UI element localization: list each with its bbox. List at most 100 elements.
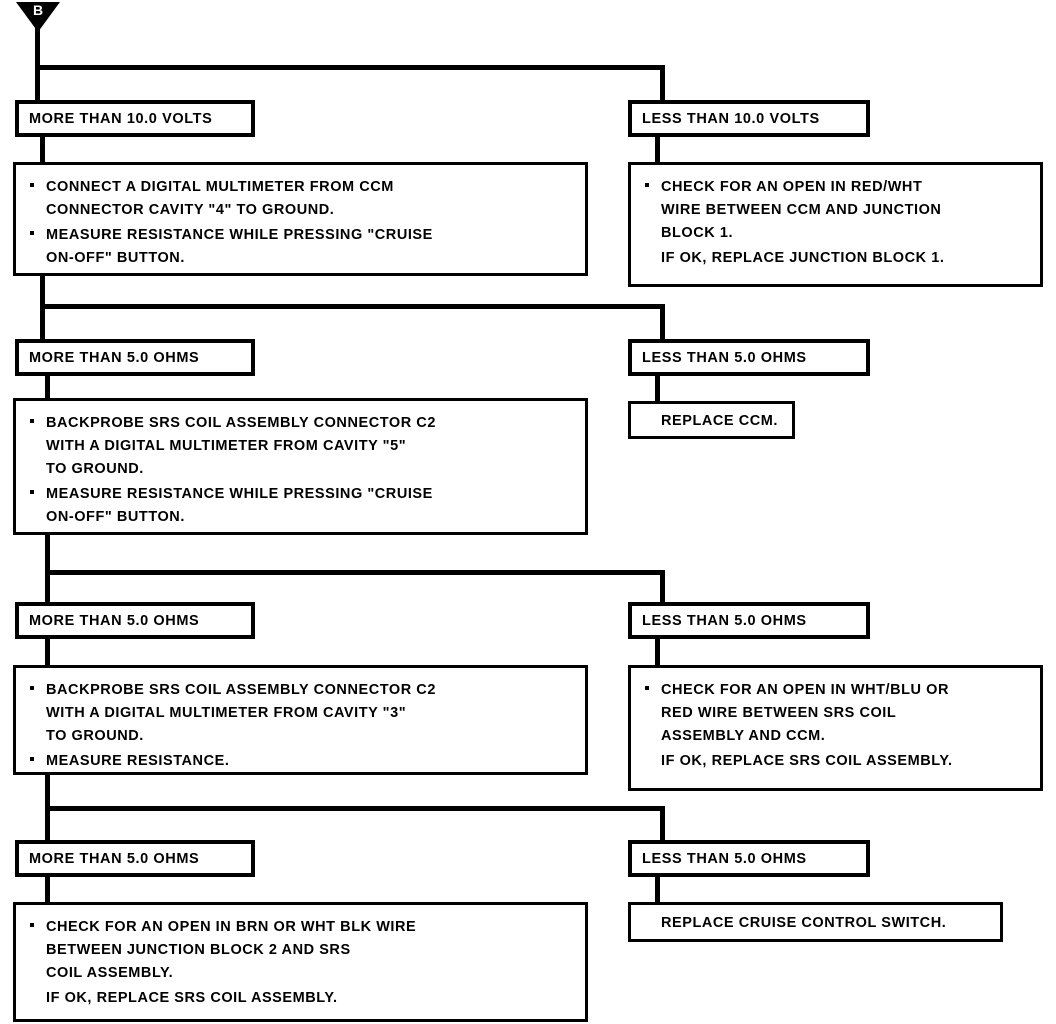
condition-label-text: MORE THAN 10.0 VOLTS — [29, 110, 213, 127]
action-list: CHECK FOR AN OPEN IN WHT/BLU OR RED WIRE… — [639, 679, 1032, 773]
action-line: TO GROUND. — [46, 461, 144, 477]
action-line: WITH A DIGITAL MULTIMETER FROM CAVITY "5… — [46, 438, 407, 454]
condition-label-text: LESS THAN 10.0 VOLTS — [642, 110, 820, 127]
action-list: REPLACE CCM. — [639, 410, 784, 433]
action-line: ON-OFF" BUTTON. — [46, 509, 185, 525]
bullet-icon — [30, 183, 34, 187]
condition-label-box-more-1[interactable]: MORE THAN 10.0 VOLTS — [15, 100, 255, 137]
list-item: IF OK, REPLACE SRS COIL ASSEMBLY. — [639, 750, 1032, 773]
action-line: IF OK, REPLACE SRS COIL ASSEMBLY. — [46, 990, 338, 1006]
action-line: TO GROUND. — [46, 728, 144, 744]
condition-label-box-less-3[interactable]: LESS THAN 5.0 OHMS — [628, 602, 870, 639]
action-box-branch-1-left[interactable]: CONNECT A DIGITAL MULTIMETER FROM CCM CO… — [13, 162, 588, 276]
list-item: CONNECT A DIGITAL MULTIMETER FROM CCM CO… — [24, 176, 577, 222]
connector-branch-right-drop-1 — [660, 65, 665, 103]
condition-label-text: MORE THAN 5.0 OHMS — [29, 850, 200, 867]
connector-branch-left-drop-3 — [45, 570, 50, 607]
action-line: ASSEMBLY AND CCM. — [661, 728, 826, 744]
action-line: MEASURE RESISTANCE WHILE PRESSING "CRUIS… — [46, 486, 433, 502]
connector-stem-2 — [45, 535, 50, 573]
action-line: REPLACE CCM. — [661, 413, 778, 429]
condition-label-box-less-1[interactable]: LESS THAN 10.0 VOLTS — [628, 100, 870, 137]
condition-label-text: LESS THAN 5.0 OHMS — [642, 612, 807, 629]
action-line: COIL ASSEMBLY. — [46, 965, 174, 981]
action-line: WITH A DIGITAL MULTIMETER FROM CAVITY "3… — [46, 705, 407, 721]
action-line: BACKPROBE SRS COIL ASSEMBLY CONNECTOR C2 — [46, 415, 436, 431]
action-line: BLOCK 1. — [661, 225, 734, 241]
action-list: CONNECT A DIGITAL MULTIMETER FROM CCM CO… — [24, 176, 577, 270]
action-line: REPLACE CRUISE CONTROL SWITCH. — [661, 915, 947, 931]
connector-branch-right-drop-3 — [660, 570, 665, 607]
list-item: CHECK FOR AN OPEN IN BRN OR WHT BLK WIRE… — [24, 916, 577, 985]
connector-label-to-content-left-1 — [40, 135, 45, 165]
action-box-branch-3-right[interactable]: CHECK FOR AN OPEN IN WHT/BLU OR RED WIRE… — [628, 665, 1043, 791]
connector-label-to-content-right-3 — [655, 638, 660, 668]
list-item: IF OK, REPLACE SRS COIL ASSEMBLY. — [24, 987, 577, 1010]
connector-label-to-content-right-1 — [655, 135, 660, 165]
connector-branch-left-drop-4 — [45, 806, 50, 844]
connector-label-to-content-left-2 — [45, 373, 50, 401]
condition-label-box-more-2[interactable]: MORE THAN 5.0 OHMS — [15, 339, 255, 376]
down-triangle-connector-icon — [16, 2, 60, 32]
connector-branch-right-drop-4 — [660, 806, 665, 844]
condition-label-text: MORE THAN 5.0 OHMS — [29, 349, 200, 366]
condition-label-text: MORE THAN 5.0 OHMS — [29, 612, 200, 629]
list-item: BACKPROBE SRS COIL ASSEMBLY CONNECTOR C2… — [24, 412, 577, 481]
list-item: IF OK, REPLACE JUNCTION BLOCK 1. — [639, 247, 1032, 270]
action-box-branch-1-right[interactable]: CHECK FOR AN OPEN IN RED/WHT WIRE BETWEE… — [628, 162, 1043, 287]
list-item: MEASURE RESISTANCE WHILE PRESSING "CRUIS… — [24, 224, 577, 270]
bullet-icon — [30, 490, 34, 494]
action-box-branch-4-right[interactable]: REPLACE CRUISE CONTROL SWITCH. — [628, 902, 1003, 942]
connector-stem-1 — [40, 274, 45, 308]
action-line: ON-OFF" BUTTON. — [46, 250, 185, 266]
condition-label-text: LESS THAN 5.0 OHMS — [642, 850, 807, 867]
action-line: CHECK FOR AN OPEN IN WHT/BLU OR — [661, 682, 949, 698]
action-list: BACKPROBE SRS COIL ASSEMBLY CONNECTOR C2… — [24, 679, 577, 773]
action-box-branch-2-right[interactable]: REPLACE CCM. — [628, 401, 795, 439]
connector-label-to-content-right-4 — [655, 876, 660, 904]
action-list: CHECK FOR AN OPEN IN BRN OR WHT BLK WIRE… — [24, 916, 577, 1010]
connector-branch-bar-1 — [35, 65, 665, 70]
condition-label-box-more-3[interactable]: MORE THAN 5.0 OHMS — [15, 602, 255, 639]
action-line: IF OK, REPLACE SRS COIL ASSEMBLY. — [661, 753, 953, 769]
list-item: BACKPROBE SRS COIL ASSEMBLY CONNECTOR C2… — [24, 679, 577, 748]
connector-branch-bar-4 — [45, 806, 665, 811]
action-list: CHECK FOR AN OPEN IN RED/WHT WIRE BETWEE… — [639, 176, 1032, 270]
action-line: CHECK FOR AN OPEN IN RED/WHT — [661, 179, 923, 195]
action-line: CONNECTOR CAVITY "4" TO GROUND. — [46, 202, 335, 218]
list-item: REPLACE CRUISE CONTROL SWITCH. — [639, 912, 992, 935]
bullet-icon — [30, 231, 34, 235]
connector-label-to-content-left-3 — [45, 638, 50, 668]
bullet-icon — [30, 923, 34, 927]
bullet-icon — [645, 686, 649, 690]
connector-branch-bar-2 — [40, 304, 665, 309]
action-line: MEASURE RESISTANCE. — [46, 753, 230, 769]
condition-label-text: LESS THAN 5.0 OHMS — [642, 349, 807, 366]
connector-stem-3 — [45, 772, 50, 808]
connector-branch-left-drop-2 — [40, 304, 45, 342]
action-box-branch-3-left[interactable]: BACKPROBE SRS COIL ASSEMBLY CONNECTOR C2… — [13, 665, 588, 775]
entry-connector-marker: B — [16, 2, 60, 32]
list-item: MEASURE RESISTANCE. — [24, 750, 577, 773]
action-list: REPLACE CRUISE CONTROL SWITCH. — [639, 912, 992, 935]
connector-branch-bar-3 — [45, 570, 665, 575]
action-line: MEASURE RESISTANCE WHILE PRESSING "CRUIS… — [46, 227, 433, 243]
connector-trunk-entry — [35, 28, 40, 70]
bullet-icon — [30, 686, 34, 690]
action-list: BACKPROBE SRS COIL ASSEMBLY CONNECTOR C2… — [24, 412, 577, 529]
list-item: REPLACE CCM. — [639, 410, 784, 433]
action-box-branch-2-left[interactable]: BACKPROBE SRS COIL ASSEMBLY CONNECTOR C2… — [13, 398, 588, 535]
connector-branch-right-drop-2 — [660, 304, 665, 342]
condition-label-box-more-4[interactable]: MORE THAN 5.0 OHMS — [15, 840, 255, 877]
bullet-icon — [30, 757, 34, 761]
entry-connector-label: B — [32, 2, 44, 18]
connector-branch-left-drop-1 — [35, 65, 40, 103]
action-box-branch-4-left[interactable]: CHECK FOR AN OPEN IN BRN OR WHT BLK WIRE… — [13, 902, 588, 1022]
condition-label-box-less-4[interactable]: LESS THAN 5.0 OHMS — [628, 840, 870, 877]
action-line: IF OK, REPLACE JUNCTION BLOCK 1. — [661, 250, 945, 266]
list-item: CHECK FOR AN OPEN IN RED/WHT WIRE BETWEE… — [639, 176, 1032, 245]
list-item: MEASURE RESISTANCE WHILE PRESSING "CRUIS… — [24, 483, 577, 529]
condition-label-box-less-2[interactable]: LESS THAN 5.0 OHMS — [628, 339, 870, 376]
action-line: BETWEEN JUNCTION BLOCK 2 AND SRS — [46, 942, 351, 958]
